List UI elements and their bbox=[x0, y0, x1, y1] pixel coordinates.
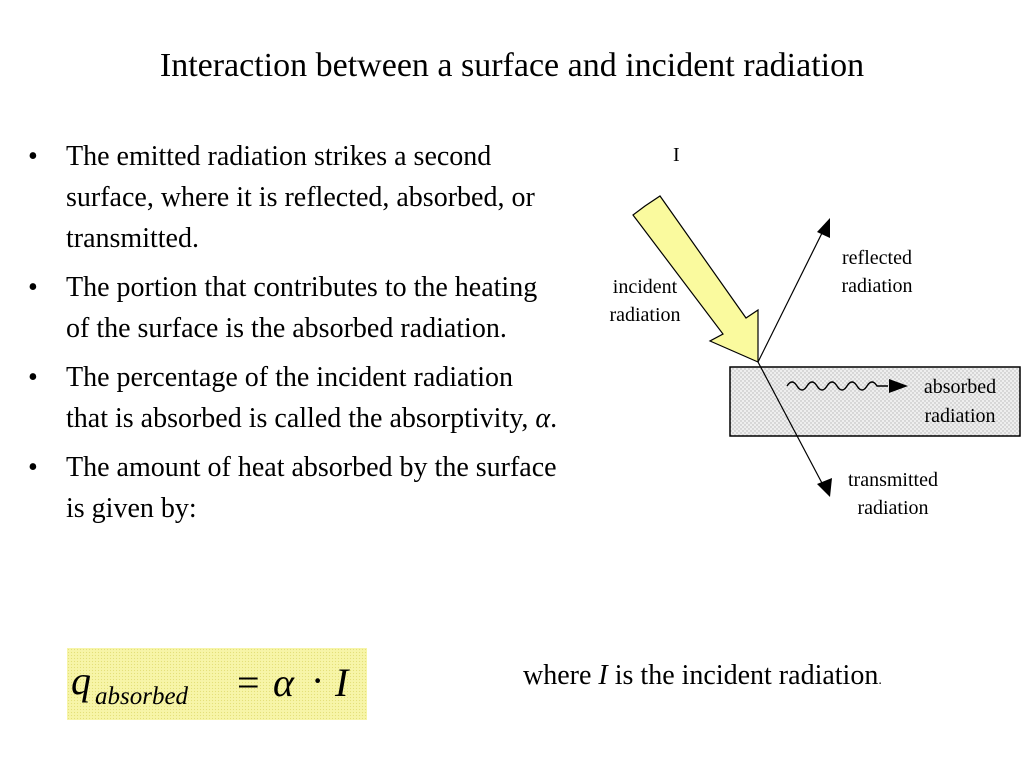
where-note: where I is the incident radiation. bbox=[523, 658, 882, 699]
absorbed-arrowhead bbox=[889, 379, 908, 393]
alpha-symbol: α bbox=[535, 403, 551, 434]
bullet-text: The emitted radiation strikes a second s… bbox=[66, 141, 535, 254]
formula-alpha: α bbox=[273, 660, 295, 705]
transmitted-label-line2: radiation bbox=[857, 497, 928, 519]
transmitted-ray bbox=[757, 361, 824, 486]
transmitted-label-line1: transmitted bbox=[848, 469, 938, 491]
bullet-marker: • bbox=[28, 362, 38, 393]
where-pre: where bbox=[523, 660, 599, 691]
bullet-text: The amount of heat absorbed by the surfa… bbox=[66, 452, 557, 524]
reflected-arrowhead bbox=[817, 218, 830, 238]
formula-subscript: absorbed bbox=[95, 683, 189, 710]
bullet-item: • The emitted radiation strikes a second… bbox=[28, 136, 558, 259]
bullet-text: The percentage of the incident radiation… bbox=[66, 362, 536, 434]
reflected-label-line2: radiation bbox=[841, 275, 912, 297]
formula-equals: = bbox=[237, 660, 260, 705]
bullet-list: • The emitted radiation strikes a second… bbox=[28, 136, 558, 537]
absorbed-wave bbox=[786, 381, 888, 391]
formula-box: q absorbed = α · I bbox=[67, 648, 367, 720]
absorbed-label-line2: radiation bbox=[924, 405, 995, 427]
incident-label-line1: incident bbox=[613, 276, 678, 298]
bullet-item: • The percentage of the incident radiati… bbox=[28, 357, 558, 439]
bullet-marker: • bbox=[28, 141, 38, 172]
reflected-label-line1: reflected bbox=[842, 247, 912, 269]
formula-q: q bbox=[71, 658, 91, 703]
bullet-item: • The amount of heat absorbed by the sur… bbox=[28, 447, 558, 529]
bullet-item: • The portion that contributes to the he… bbox=[28, 267, 558, 349]
incident-label-line2: radiation bbox=[609, 304, 680, 326]
radiation-diagram: I incident radiation reflected radiation… bbox=[609, 144, 1021, 519]
where-period: . bbox=[878, 673, 882, 688]
bullet-text: The portion that contributes to the heat… bbox=[66, 272, 538, 344]
where-post: is the incident radiation bbox=[607, 660, 879, 691]
slide-title: Interaction between a surface and incide… bbox=[159, 47, 865, 84]
absorbed-label-line1: absorbed bbox=[924, 376, 996, 398]
formula-I: I bbox=[334, 660, 350, 705]
intensity-label: I bbox=[673, 144, 680, 166]
where-var: I bbox=[598, 660, 608, 691]
bullet-end: . bbox=[550, 403, 558, 434]
transmitted-arrowhead bbox=[817, 478, 832, 497]
bullet-marker: • bbox=[28, 452, 38, 483]
formula-equation: q absorbed = α · I bbox=[71, 658, 350, 710]
bullet-marker: • bbox=[28, 272, 38, 303]
reflected-ray bbox=[757, 226, 826, 363]
formula-dot: · bbox=[311, 658, 324, 703]
